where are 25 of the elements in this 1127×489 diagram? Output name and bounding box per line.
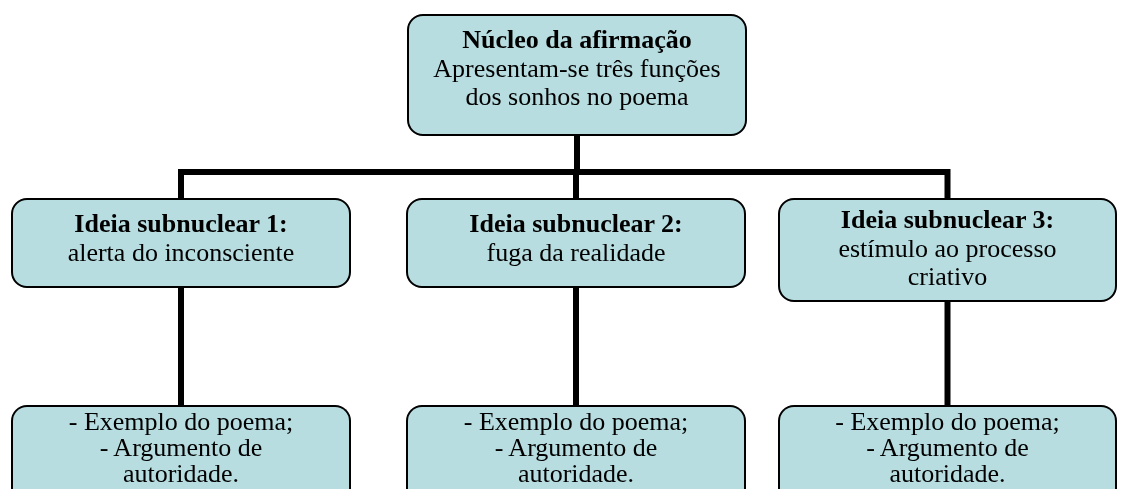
body-text: fuga da realidade <box>485 238 667 268</box>
connector-line <box>178 288 184 405</box>
connector-line <box>944 302 951 405</box>
text-box <box>11 198 351 288</box>
text-box <box>407 14 747 136</box>
heading-text: Núcleo da afirmação <box>461 26 693 55</box>
body-text: - Argumento de autoridade. <box>494 435 658 487</box>
body-text: - Exemplo do poema; <box>834 409 1061 435</box>
heading-text: Ideia subnuclear 1: <box>73 210 289 239</box>
body-text: - Argumento de autoridade. <box>866 435 1029 487</box>
text-box <box>406 198 746 288</box>
body-text: - Argumento de autoridade. <box>99 435 263 487</box>
heading-text: Ideia subnuclear 3: <box>839 206 1056 235</box>
text-box <box>11 405 351 489</box>
connector-line <box>574 136 951 198</box>
body-text: estímulo ao processo criativo <box>837 234 1058 292</box>
text-box <box>406 405 746 489</box>
text-box <box>778 405 1117 489</box>
connector-line <box>573 288 579 405</box>
body-text: - Exemplo do poema; <box>67 409 295 435</box>
body-text: - Exemplo do poema; <box>462 409 690 435</box>
heading-text: Ideia subnuclear 2: <box>468 210 684 239</box>
text-box <box>778 198 1117 302</box>
body-text: Apresentam-se três funções dos sonhos no poema <box>432 54 722 112</box>
body-text: alerta do inconsciente <box>66 238 296 268</box>
